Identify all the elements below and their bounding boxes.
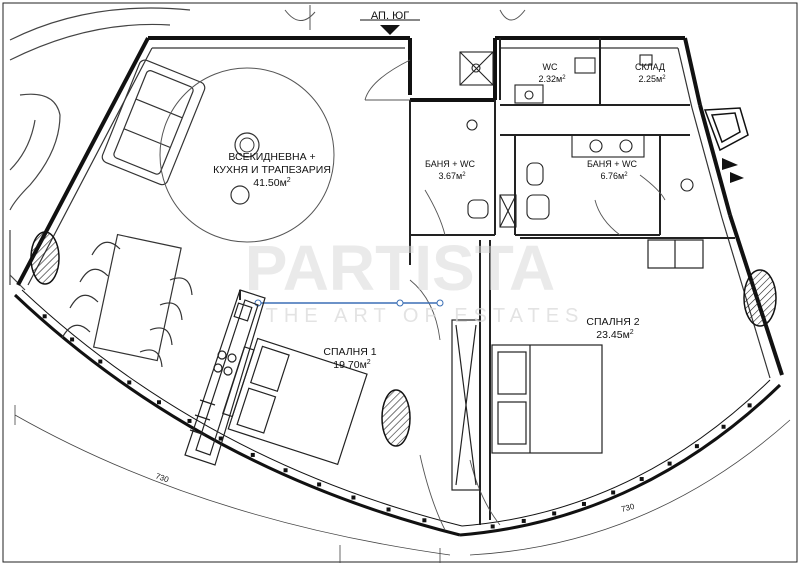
mullion <box>611 490 616 495</box>
mullion <box>127 380 132 385</box>
round-rug <box>159 67 335 243</box>
svg-text:СПАЛНЯ 2: СПАЛНЯ 2 <box>586 316 639 328</box>
svg-text:ВСЕКИДНЕВНА +: ВСЕКИДНЕВНА + <box>228 151 315 163</box>
chair-hatched-1 <box>381 389 411 447</box>
mullion <box>70 337 75 342</box>
mullion <box>317 482 322 487</box>
bed-2 <box>491 344 603 454</box>
svg-text:БАНЯ + WC: БАНЯ + WC <box>587 159 637 169</box>
svg-text:КУХНЯ И ТРАПЕЗАРИЯ: КУХНЯ И ТРАПЕЗАРИЯ <box>213 164 331 176</box>
entrance-arrow-icon <box>380 25 400 35</box>
mullion <box>639 477 644 482</box>
svg-text:6.76м2: 6.76м2 <box>600 171 628 181</box>
svg-text:БАНЯ + WC: БАНЯ + WC <box>425 159 475 169</box>
mullion <box>667 461 672 466</box>
room-label-wc: WC 2.32м2 <box>538 62 566 84</box>
facade-mullions <box>42 314 752 529</box>
svg-text:3.67м2: 3.67м2 <box>438 171 466 181</box>
mullion <box>98 359 103 364</box>
svg-text:2.32м2: 2.32м2 <box>538 74 566 84</box>
svg-text:23.45м2: 23.45м2 <box>596 329 634 341</box>
room-label-living: ВСЕКИДНЕВНА + КУХНЯ И ТРАПЕЗАРИЯ 41.50м2 <box>213 151 331 189</box>
coffee-table <box>234 132 260 158</box>
room-label-storage: СКЛАД 2.25м2 <box>635 62 666 84</box>
svg-text:WC: WC <box>543 62 558 72</box>
mullion <box>187 418 192 423</box>
mullion <box>218 436 223 441</box>
curved-facade <box>13 289 782 537</box>
room-label-bedroom1: СПАЛНЯ 1 19.70м2 <box>323 346 376 371</box>
watermark-sub: THE ART OF ESTATES <box>266 305 585 327</box>
watermark-main: PARTISTA <box>245 232 556 304</box>
room-label-bath2: БАНЯ + WC 6.76м2 <box>587 159 637 181</box>
top-openings <box>284 5 526 30</box>
mullion <box>156 400 161 405</box>
mullion <box>250 452 255 457</box>
column-hatched-left <box>30 231 60 285</box>
bathroom-fixtures <box>459 51 694 228</box>
mullion <box>490 524 495 529</box>
mullion <box>694 444 699 449</box>
mullion <box>581 501 586 506</box>
mullion <box>422 518 427 523</box>
dining-set <box>61 233 193 368</box>
svg-text:41.50м2: 41.50м2 <box>253 177 291 189</box>
mullion <box>521 518 526 523</box>
neighbour-outline <box>9 7 191 291</box>
svg-text:2.25м2: 2.25м2 <box>638 74 666 84</box>
wardrobe-2 <box>451 319 481 491</box>
door-swings <box>364 59 666 531</box>
balcony-elements <box>703 107 749 152</box>
coffee-table-inner <box>239 137 255 153</box>
kitchen-counter <box>184 289 266 466</box>
mullion <box>386 507 391 512</box>
svg-text:19.70м2: 19.70м2 <box>333 359 371 371</box>
dimension-right: 730 <box>620 502 636 514</box>
room-label-bedroom2: СПАЛНЯ 2 23.45м2 <box>586 316 639 341</box>
mullion <box>552 511 557 516</box>
mullion <box>283 468 288 473</box>
mullion <box>42 314 47 319</box>
inner-wall-lines <box>27 47 771 379</box>
room-label-bath1: БАНЯ + WC 3.67м2 <box>425 159 475 181</box>
wardrobe-2b <box>647 239 704 269</box>
side-stool <box>230 185 250 205</box>
sofa <box>101 59 206 186</box>
svg-text:СПАЛНЯ 1: СПАЛНЯ 1 <box>323 346 376 358</box>
svg-text:СКЛАД: СКЛАД <box>635 62 665 72</box>
balcony-markers <box>722 158 744 183</box>
mullion <box>721 424 726 429</box>
mullion <box>747 403 752 408</box>
dimension-lines <box>14 405 791 563</box>
dimension-left: 730 <box>154 471 170 484</box>
column-hatched-right <box>743 269 777 327</box>
mullion <box>351 495 356 500</box>
entrance-label: АП. ЮГ <box>371 10 409 22</box>
bed-1 <box>222 337 368 466</box>
